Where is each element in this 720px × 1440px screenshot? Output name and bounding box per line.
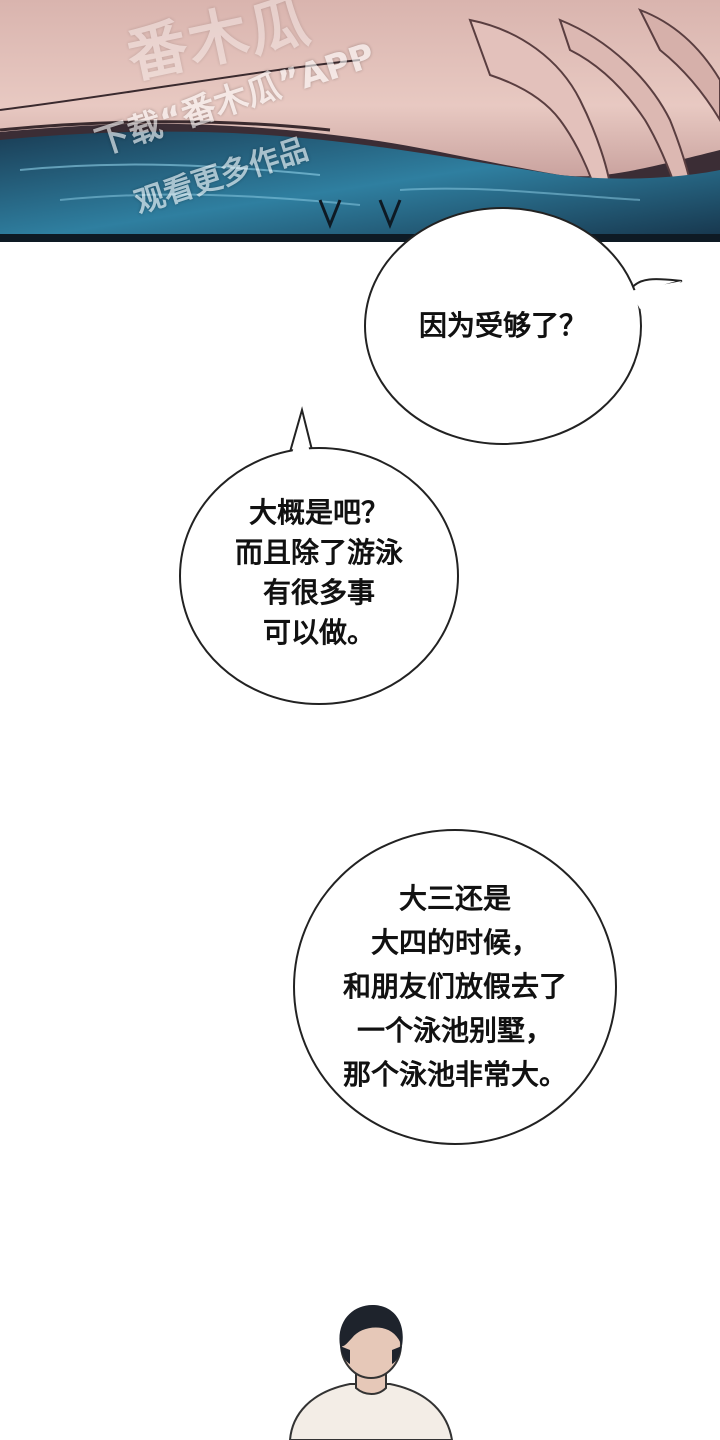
bubble-line: 那个泳池非常大。 [342,1058,567,1091]
bubble-text: 大三还是 大四的时候， 和朋友们放假去了 一个泳池别墅， 那个泳池非常大。 [292,828,618,1146]
character-hair [339,1304,403,1347]
bubble-text: 大概是吧？ 而且除了游泳 有很多事 可以做。 [178,440,460,706]
top-panel: 番木瓜 下载“番木瓜”APP 观看更多作品 [0,0,720,242]
bubble-line: 而且除了游泳 [234,536,403,569]
bubble-line: 大概是吧？ [248,496,389,529]
bubble-outline [293,829,617,1145]
bubble-outline [364,207,683,445]
bubble-line: 大四的时候， [370,926,539,959]
arm-shape [0,0,720,177]
bubble-line: 因为受够了？ [418,309,587,342]
bubble-line: 有很多事 [262,576,375,609]
bubble-line: 可以做。 [262,616,375,649]
bubble-outline [179,406,459,705]
speech-bubble: 大三还是 大四的时候， 和朋友们放假去了 一个泳池别墅， 那个泳池非常大。 [292,828,618,1146]
bubble-text: 因为受够了？ [362,205,644,447]
bubble-line: 一个泳池别墅， [356,1014,553,1047]
bubble-line: 大三还是 [398,882,511,915]
character-shirt [288,1383,454,1440]
speech-bubble: 因为受够了？ [362,205,683,447]
character-figure [288,1304,454,1440]
finger-shape [637,8,720,122]
bubble-line: 和朋友们放假去了 [342,970,567,1003]
speech-bubble: 大概是吧？ 而且除了游泳 有很多事 可以做。 [178,406,460,706]
